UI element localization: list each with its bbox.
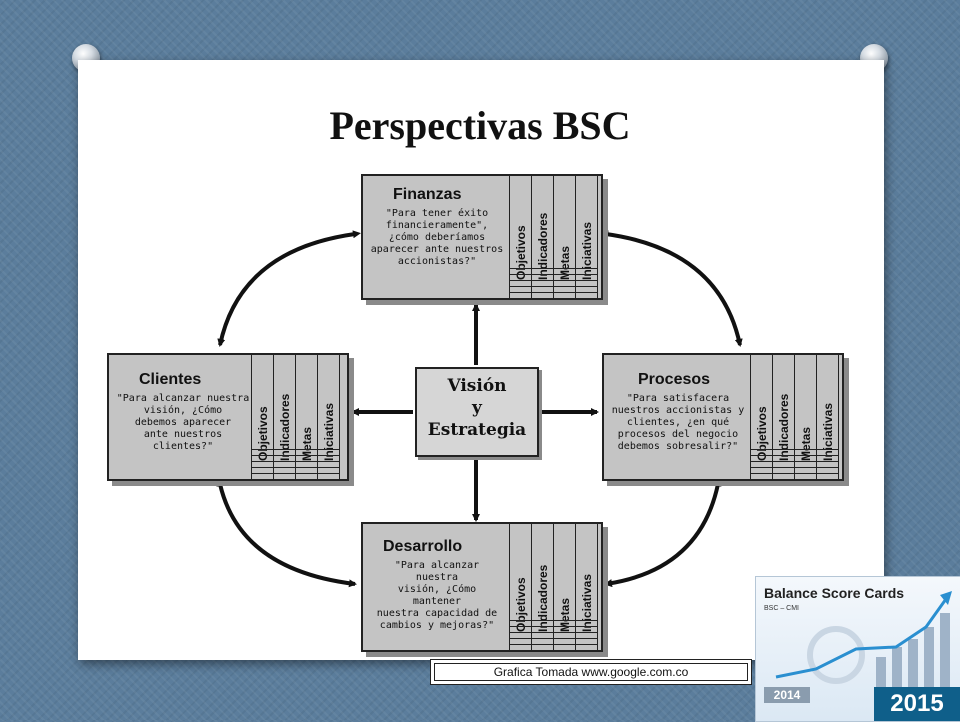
finanzas-desc: "Para tener éxito financieramente", ¿cóm… (370, 208, 504, 267)
perspective-procesos: Procesos "Para satisfacera nuestros acci… (602, 353, 844, 481)
finanzas-grid: Objetivos Indicadores Metas Iniciativas (509, 176, 598, 298)
finanzas-title: Finanzas (393, 186, 462, 203)
vision-strategy-box: Visión y Estrategia (415, 367, 539, 457)
desarrollo-desc: "Para alcanzar nuestra visión, ¿Cómo man… (376, 560, 498, 631)
desarrollo-grid: Objetivos Indicadores Metas Iniciativas (509, 524, 598, 650)
perspective-clientes: Clientes "Para alcanzar nuestra visión, … (107, 353, 349, 481)
procesos-grid: Objetivos Indicadores Metas Iniciativas (750, 355, 839, 479)
curve-procesos-desarrollo (604, 478, 722, 588)
vision-line-2: y (472, 398, 482, 418)
perspective-desarrollo: Desarrollo "Para alcanzar nuestra visión… (361, 522, 603, 652)
curve-clientes-desarrollo (216, 478, 357, 588)
clientes-title: Clientes (139, 371, 202, 388)
source-caption: Grafica Tomada www.google.com.co (430, 659, 752, 685)
thumbnail-title: Balance Score Cards (764, 585, 905, 601)
curve-finanzas-procesos (600, 230, 743, 347)
vision-line-1: Visión (447, 376, 507, 396)
procesos-title: Procesos (638, 371, 711, 388)
desarrollo-title: Desarrollo (383, 538, 463, 555)
curve-finanzas-clientes (217, 230, 361, 347)
year-2015-badge: 2015 (874, 687, 960, 721)
perspective-finanzas: Finanzas "Para tener éxito financieramen… (361, 174, 603, 300)
growth-chart-icon (775, 591, 952, 687)
clientes-grid: Objetivos Indicadores Metas Iniciativas (251, 355, 340, 479)
bsc-thumbnail: Balance Score Cards BSC – CMI 2014 2015 (755, 576, 960, 722)
thumbnail-subtitle: BSC – CMI (764, 605, 800, 612)
year-2014-badge: 2014 (764, 687, 810, 703)
vision-line-3: Estrategia (427, 420, 527, 440)
clientes-desc: "Para alcanzar nuestra visión, ¿Cómo deb… (116, 393, 250, 452)
slide-title: Perspectivas BSC (329, 103, 631, 148)
procesos-desc: "Para satisfacera nuestros accionistas y… (611, 393, 745, 452)
